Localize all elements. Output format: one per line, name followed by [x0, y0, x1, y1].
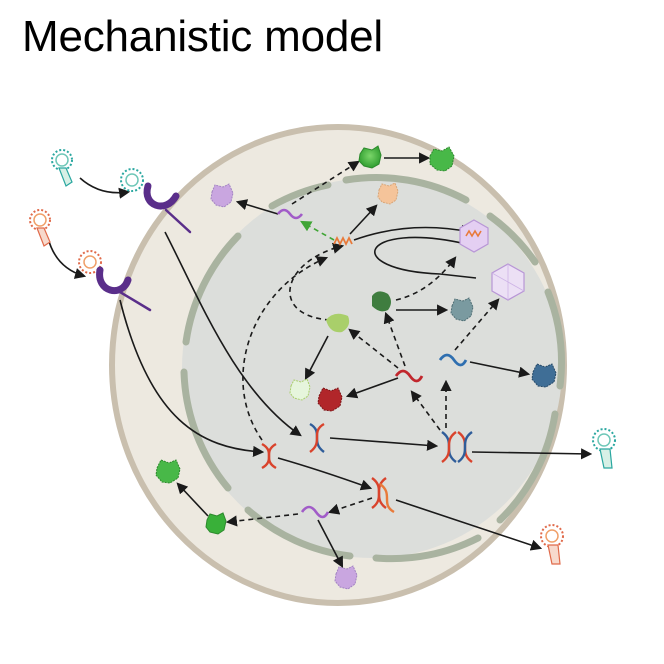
arrow-dna-to-red-mrna [410, 390, 441, 431]
mrna-icon [333, 235, 353, 247]
arrow-red-mrna-to-light-green [348, 328, 399, 369]
nucleus [182, 178, 562, 558]
arrow-purple-mrna-to-lilac-protein-bottom [317, 519, 344, 568]
arrow-receptor-top-to-dna [164, 231, 302, 437]
protein-icon [289, 378, 311, 401]
exosome-icon [51, 149, 73, 187]
protein-icon [155, 459, 181, 484]
exosome-icon [78, 250, 102, 274]
arrow-orange-mrna-to-peach-protein [349, 204, 378, 235]
exosome-icon [540, 524, 564, 565]
protein-icon [429, 146, 455, 172]
arrow-red-mrna-to-dark-green [383, 311, 406, 367]
diagram-title: Mechanistic model [22, 12, 383, 61]
receptor-icon [143, 182, 192, 234]
protein-icon [205, 512, 227, 535]
dna-icon [441, 431, 473, 463]
arrow-red-mrna-to-red-protein [345, 377, 399, 399]
arrow-blue-mrna-to-protein [469, 361, 531, 378]
exosome-icon [592, 428, 616, 469]
arrow-orange-mrna-to-capsid [353, 224, 473, 241]
arrows [47, 152, 593, 568]
exosome-icon [29, 209, 51, 247]
mrna-icon [300, 505, 330, 519]
protein-icon [372, 291, 391, 312]
protein-icon [317, 387, 343, 412]
mrna-icon [438, 353, 468, 367]
arrow-dna-left-to-dna-pair [277, 457, 373, 491]
protein-icon [450, 297, 474, 322]
arrow-exosome-to-receptor-top [79, 177, 131, 199]
protein-icon [210, 183, 234, 208]
capsid-icon [459, 219, 489, 253]
arrow-light-green-to-orange-mrna [289, 242, 345, 321]
nuclear-envelope [180, 174, 565, 563]
arrow-merged-dna-to-exosome [471, 448, 593, 460]
dna-icon [371, 477, 395, 514]
arrow-purple-mrna-to-green-protein-bottom [225, 513, 299, 527]
arrow-exosome-to-receptor-left [47, 237, 87, 279]
protein-icon [334, 565, 358, 590]
arrow-purple-mrna-to-lilac-protein [235, 199, 279, 215]
exosome-icon [120, 168, 144, 192]
arrow-blue-mrna-to-capsid [454, 298, 500, 351]
arrow-dna-pair-to-exosome [395, 499, 543, 551]
capsid-icon [491, 263, 525, 301]
arrow-receptor-left-to-dna [119, 299, 265, 458]
dna-icon [309, 422, 325, 453]
receptor-icon [96, 266, 152, 312]
protein-icon [377, 182, 399, 205]
arrow-light-green-to-protein [304, 335, 329, 380]
arrow-dna-to-merged-dna [329, 437, 439, 451]
dna-icon [261, 442, 277, 470]
protein-icon [358, 145, 382, 169]
arrow-green-protein-to-secreted-bottom [176, 482, 209, 517]
arrow-dna-pair-to-purple-mrna [327, 497, 373, 515]
arrow-dark-green-to-capsid [395, 256, 457, 301]
arrow-purple-mrna-to-green-protein [291, 160, 360, 205]
mrna-icon [276, 208, 304, 220]
protein-icon [326, 313, 350, 333]
arrow-orange-mrna-to-purple-mrna [300, 220, 335, 241]
arrow-dna-to-orange-mrna [242, 256, 329, 441]
protein-icon [531, 363, 557, 388]
arrow-capsid-loop [374, 236, 477, 279]
mrna-icon [394, 369, 424, 383]
